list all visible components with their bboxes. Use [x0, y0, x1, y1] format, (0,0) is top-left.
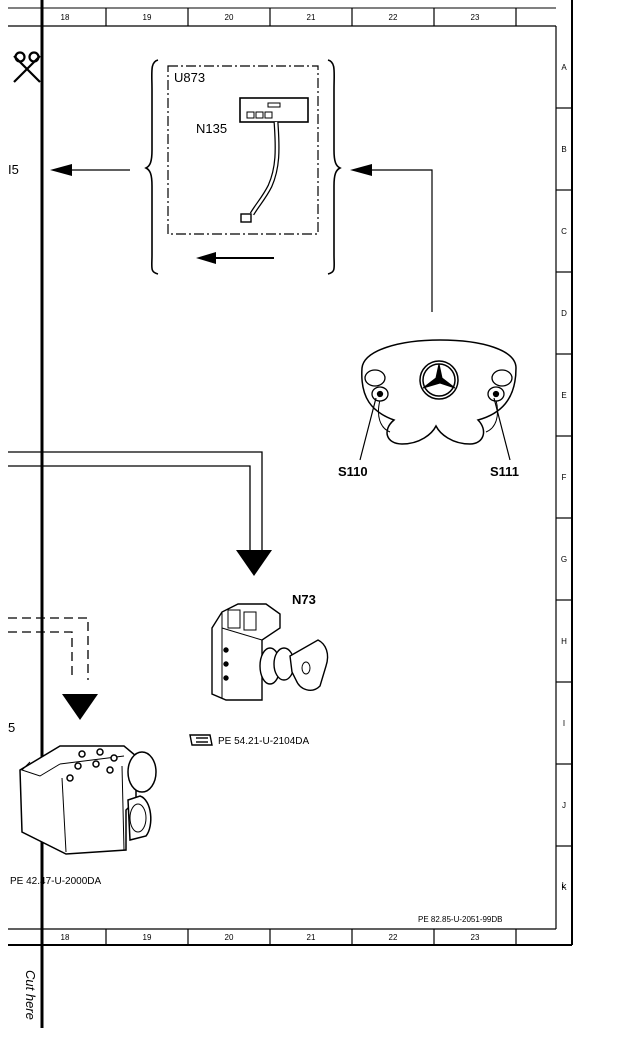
n73-label: N73	[292, 592, 316, 607]
n135-label: N135	[196, 121, 227, 136]
s111-label: S111	[490, 464, 519, 479]
arrow-to-abs	[62, 694, 98, 720]
bottom-column-ticks	[105, 929, 517, 945]
row-label-d: D	[561, 309, 567, 318]
u873-bracket-group	[144, 59, 342, 275]
row-labels: A B C D E F G H I J K L	[561, 63, 567, 892]
n135-module	[239, 97, 309, 123]
column-labels-bottom: 18 19 20 21 22 23	[61, 933, 480, 942]
row-label-h: H	[561, 637, 567, 646]
col-label-18: 18	[61, 13, 70, 22]
n73-ignition-switch	[211, 603, 329, 701]
row-label-a: A	[561, 63, 567, 72]
top-column-ticks	[105, 8, 517, 26]
sheet-code: PE 82.85-U-2051-99DB	[418, 915, 503, 924]
left-ref-5: 5	[8, 720, 15, 735]
s110-switch	[364, 369, 389, 402]
row-label-g: G	[561, 555, 567, 564]
sheet-frame	[8, 0, 573, 1028]
row-label-l-visible: L	[562, 881, 567, 890]
abs-reference: PE 42.47-U-2000DA	[10, 876, 101, 887]
steering-wheel-hub	[361, 339, 517, 445]
col-label-22: 22	[389, 933, 398, 942]
row-label-c: C	[561, 227, 567, 236]
scissors-icon	[13, 51, 41, 83]
arrow-to-n73	[236, 550, 272, 576]
row-label-j: J	[562, 801, 566, 810]
cut-here-label: Cut here	[23, 970, 38, 1020]
n135-cable	[240, 121, 280, 223]
row-label-e: E	[561, 391, 566, 400]
s111-switch	[487, 369, 513, 402]
column-labels-top: 18 19 20 21 22 23	[61, 13, 480, 22]
steering-wheel-feed-line	[350, 164, 433, 312]
col-label-23: 23	[471, 13, 480, 22]
row-ticks	[556, 107, 572, 847]
left-ref-i5: I5	[8, 162, 19, 177]
arrow-to-i5	[50, 164, 130, 176]
row-label-k: K	[561, 883, 567, 892]
col-label-20: 20	[225, 933, 234, 942]
dashed-feed-to-abs	[8, 617, 89, 680]
feed-line-to-n73	[8, 451, 263, 550]
row-label-b: B	[561, 145, 566, 154]
mercedes-star-icon	[419, 360, 459, 400]
col-label-23: 23	[471, 933, 480, 942]
u873-dashdot-box	[167, 65, 319, 235]
col-label-21: 21	[307, 933, 316, 942]
col-label-19: 19	[143, 933, 152, 942]
col-label-19: 19	[143, 13, 152, 22]
abs-hydraulic-unit	[19, 745, 157, 855]
row-label-i: I	[563, 719, 565, 728]
u873-label: U873	[174, 70, 205, 85]
book-reference-icon	[189, 734, 213, 746]
s110-s111-leaders	[359, 397, 511, 461]
col-label-20: 20	[225, 13, 234, 22]
bracket-direction-arrow	[196, 252, 274, 264]
row-label-f: F	[562, 473, 567, 482]
col-label-18: 18	[61, 933, 70, 942]
n73-reference: PE 54.21-U-2104DA	[218, 736, 309, 747]
col-label-22: 22	[389, 13, 398, 22]
col-label-21: 21	[307, 13, 316, 22]
s110-label: S110	[338, 464, 368, 479]
